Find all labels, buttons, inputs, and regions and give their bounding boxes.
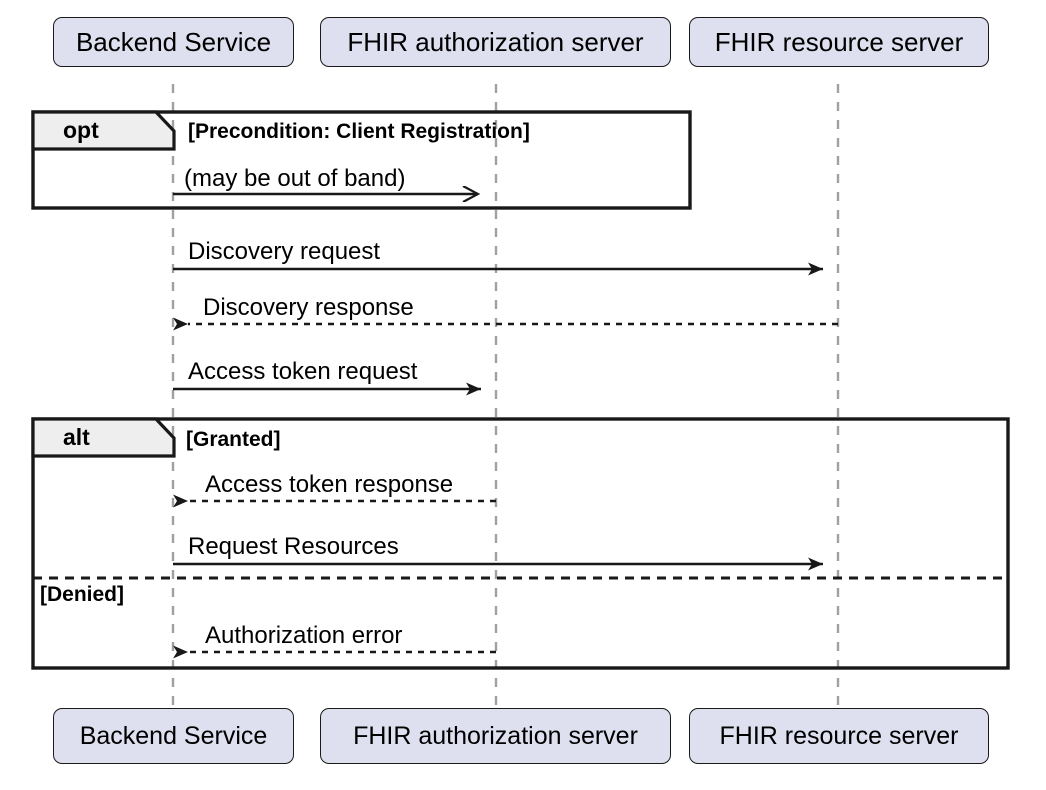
fragment-guard-precondition: [Precondition: Client Registration] [188,120,530,143]
fragment-alt-granted-denied [31,417,1010,670]
fragment-guard-denied: [Denied] [40,583,124,606]
participant-label: FHIR resource server [719,721,959,750]
participant-fhir-authorization-server-bottom[interactable]: FHIR authorization server [320,708,671,764]
participant-backend-service-bottom[interactable]: Backend Service [53,708,294,764]
participant-backend-service-top[interactable]: Backend Service [53,17,294,67]
fragment-operator-opt: opt [63,117,99,143]
message-label-discovery-response: Discovery response [203,294,414,321]
participant-label: FHIR authorization server [353,721,638,750]
fragment-operator-alt: alt [63,424,90,450]
fragment-guard-granted: [Granted] [186,428,281,451]
message-label-access-token-request: Access token request [188,358,418,385]
participant-fhir-resource-server-top[interactable]: FHIR resource server [689,17,989,67]
message-label-discovery-request: Discovery request [188,238,381,265]
participant-label: FHIR authorization server [347,27,644,57]
message-label-may-be-out-of-band: (may be out of band) [184,165,406,192]
fragment-alt-label-tab [31,417,176,458]
participant-label: FHIR resource server [714,27,964,57]
participant-label: Backend Service [79,721,268,750]
participant-label: Backend Service [75,27,272,57]
lifelines [171,84,840,707]
message-label-request-resources: Request Resources [188,533,399,560]
fragment-opt-label-tab [31,110,176,151]
message-label-access-token-response: Access token response [205,471,454,498]
participant-fhir-resource-server-bottom[interactable]: FHIR resource server [689,708,989,764]
message-label-authorization-error: Authorization error [205,622,403,649]
fragment-opt-precondition [31,110,692,210]
participant-fhir-authorization-server-top[interactable]: FHIR authorization server [320,17,671,67]
